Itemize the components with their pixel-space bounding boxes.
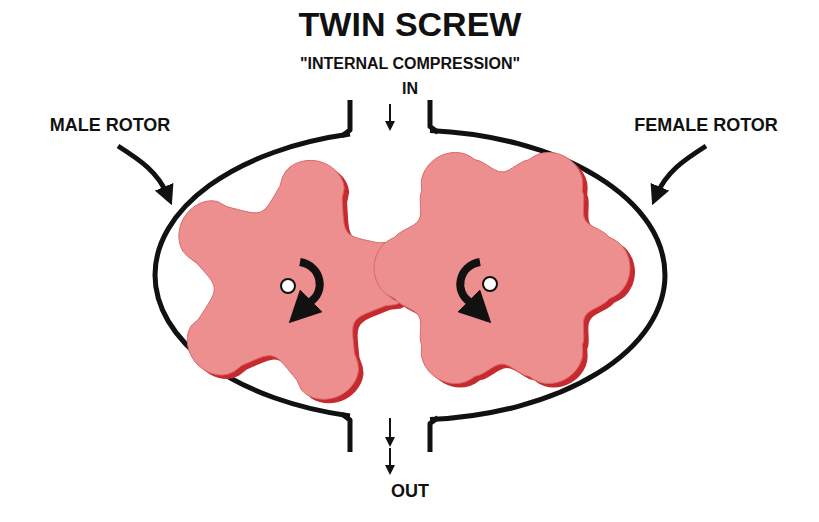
subtitle-text: "INTERNAL COMPRESSION" bbox=[300, 55, 520, 73]
leader-arrow bbox=[656, 146, 706, 196]
compressor-housing bbox=[155, 100, 665, 452]
port-wall bbox=[342, 100, 350, 136]
rotor-shaft bbox=[483, 277, 497, 291]
outlet-arrow bbox=[389, 448, 391, 470]
port-wall bbox=[430, 100, 438, 132]
port-label: IN bbox=[402, 80, 418, 98]
rotation-arrow bbox=[460, 262, 480, 312]
port-wall bbox=[342, 414, 350, 452]
rotor-shaft bbox=[281, 279, 295, 293]
rotor-face bbox=[374, 152, 630, 383]
part-label: MALE ROTOR bbox=[50, 116, 171, 136]
rotation-arrow bbox=[300, 262, 320, 312]
leader-arrow bbox=[118, 146, 168, 196]
port-wall bbox=[430, 418, 438, 452]
title-text: TWIN SCREW bbox=[299, 6, 522, 43]
flow-arrows bbox=[118, 104, 706, 470]
port-label: OUT bbox=[391, 482, 429, 502]
part-label: FEMALE ROTOR bbox=[634, 116, 778, 136]
outlet-arrow bbox=[389, 418, 391, 442]
inlet-arrow bbox=[389, 104, 391, 126]
female-rotor bbox=[374, 152, 635, 387]
rotor-group bbox=[179, 152, 635, 403]
